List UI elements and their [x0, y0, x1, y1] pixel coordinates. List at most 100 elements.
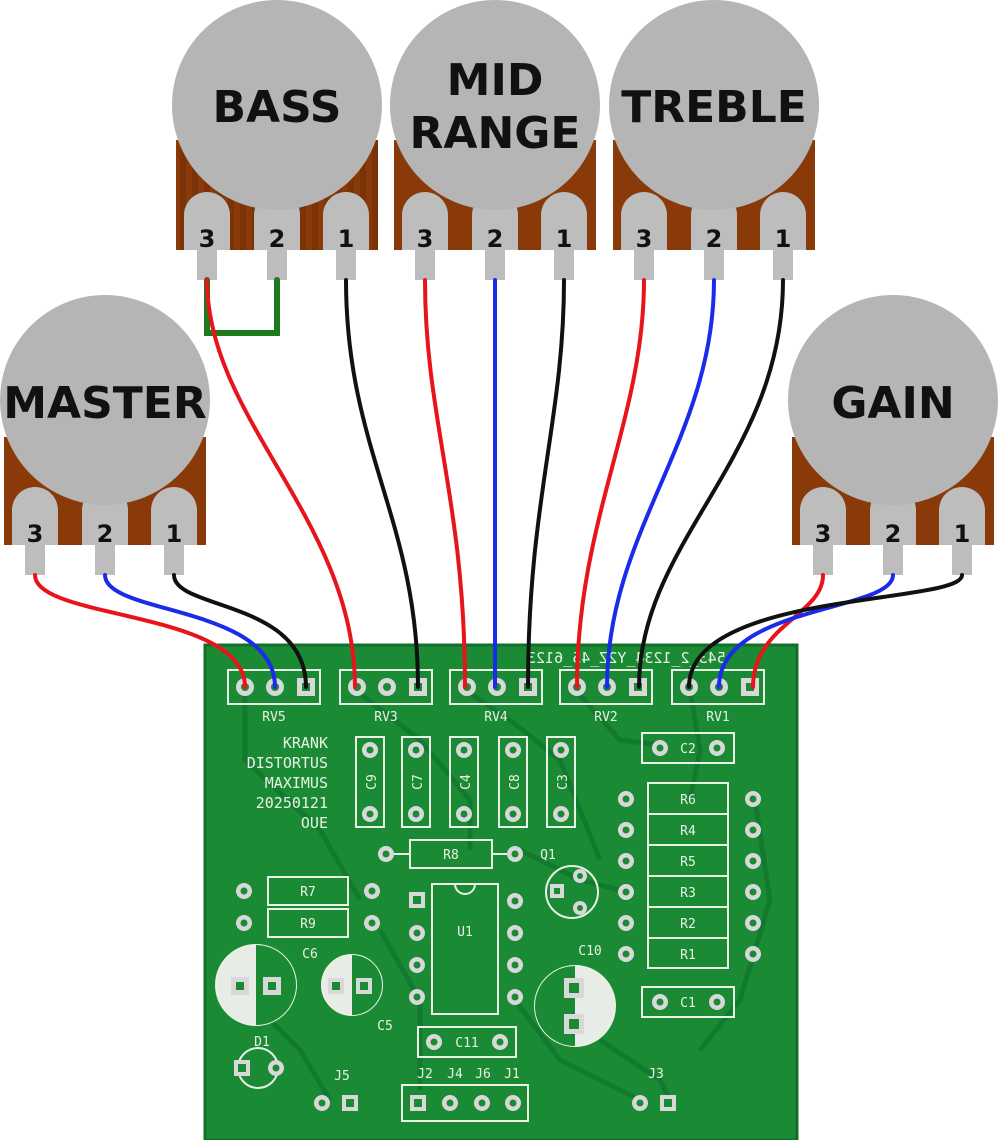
board-info-text: KRANK DISTORTUS MAXIMUS 20250121 OUE: [247, 734, 328, 832]
pot-bass-label: BASS: [213, 82, 342, 133]
cap-c4: C4: [449, 736, 479, 828]
resistor-bank-right: R6 R4 R5 R3 R2 R1: [618, 782, 761, 969]
pot-bass-pin3: 3: [199, 225, 216, 253]
pot-master: MASTER 3 2 1: [0, 295, 210, 575]
pot-treble-pin1: 1: [775, 225, 792, 253]
resistor-r3-label: R3: [680, 886, 696, 901]
cap-c3-label: C3: [556, 774, 571, 790]
wire-treble-black: [637, 278, 785, 689]
pot-mid-pin3: 3: [417, 225, 434, 253]
pot-gain-pin1: 1: [954, 520, 971, 548]
cap-c1-label: C1: [680, 996, 696, 1011]
jack-j5: J5: [314, 1069, 358, 1111]
resistor-r1-label: R1: [680, 948, 696, 963]
connector-rv4-label: RV4: [484, 710, 508, 725]
pot-treble-pin2: 2: [706, 225, 723, 253]
pot-gain-pin3: 3: [815, 520, 832, 548]
pot-gain-knob: [788, 295, 998, 505]
wire-gain-blue: [717, 573, 895, 689]
connector-rv3-label: RV3: [374, 710, 397, 725]
pot-treble-label: TREBLE: [621, 82, 807, 133]
pot-master-pin2: 2: [97, 520, 114, 548]
cap-c5: C5: [321, 954, 393, 1034]
cap-c11: C11: [417, 1026, 517, 1058]
cap-c1: C1: [641, 986, 735, 1018]
wire-gain-black: [687, 573, 964, 689]
jack-j5-label: J5: [334, 1069, 350, 1084]
transistor-q1-label: Q1: [540, 848, 556, 863]
wire-gain-red: [751, 573, 825, 689]
connector-rv2-label: RV2: [594, 710, 617, 725]
pot-mid-pin1: 1: [556, 225, 573, 253]
wire-mid-red: [423, 278, 467, 689]
wire-master-blue: [103, 573, 277, 689]
resistor-r5-label: R5: [680, 855, 696, 870]
cap-c10: C10: [534, 944, 616, 1047]
info-line-3: MAXIMUS: [265, 774, 328, 792]
cap-c9-label: C9: [365, 774, 380, 790]
pot-treble: TREBLE 3 2 1: [609, 0, 819, 280]
cap-c4-label: C4: [459, 774, 474, 790]
resistor-r8: R8: [378, 839, 523, 869]
jack-j4-label: J4: [447, 1067, 463, 1082]
wires: [33, 277, 964, 689]
pot-bass-pin1: 1: [338, 225, 355, 253]
pot-mid-label-line2: RANGE: [410, 108, 581, 159]
pot-gain-pin2: 2: [885, 520, 902, 548]
cap-c11-label: C11: [455, 1036, 478, 1051]
cap-c10-label: C10: [578, 944, 601, 959]
connector-rv1-label: RV1: [706, 710, 729, 725]
pot-mid-pin2: 2: [487, 225, 504, 253]
led-d1: D1: [234, 1035, 284, 1089]
cap-c6-label: C6: [302, 947, 318, 962]
pot-bass-knob: [172, 0, 382, 210]
cap-c2-label: C2: [680, 742, 696, 757]
pot-gain: GAIN 3 2 1: [788, 295, 998, 575]
ic-u1-label: U1: [457, 925, 473, 940]
pot-treble-knob: [609, 0, 819, 210]
wire-master-black: [172, 573, 308, 689]
resistor-r7: R7: [236, 876, 380, 906]
cap-c9: C9: [355, 736, 385, 828]
cap-c8: C8: [498, 736, 528, 828]
resistor-r7-label: R7: [300, 885, 316, 900]
connector-rv5-label: RV5: [262, 710, 285, 725]
jack-j6-label: J6: [475, 1067, 491, 1082]
wire-treble-blue: [605, 278, 716, 689]
led-d1-label: D1: [254, 1035, 270, 1050]
cap-c7: C7: [401, 736, 431, 828]
resistor-r9: R9: [236, 908, 380, 938]
pot-gain-label: GAIN: [831, 378, 954, 429]
transistor-q1: Q1: [540, 848, 599, 919]
pcb-board: 543_2_1234_Y2Z_45_6123 RV5 RV3 RV4: [203, 643, 799, 1140]
info-line-2: DISTORTUS: [247, 754, 328, 772]
info-line-5: OUE: [301, 814, 328, 832]
pot-master-knob: [0, 295, 210, 505]
jack-j2-label: J2: [417, 1067, 433, 1082]
ic-u1: U1: [409, 883, 523, 1015]
info-line-4: 20250121: [256, 794, 328, 812]
cap-c8-label: C8: [508, 774, 523, 790]
jack-j1-label: J1: [504, 1067, 520, 1082]
pot-bass: BASS 3 2 1: [172, 0, 382, 280]
cap-c3: C3: [546, 736, 576, 828]
info-line-1: KRANK: [283, 734, 328, 752]
wire-bass-jumper: [204, 277, 280, 336]
resistor-r2-label: R2: [680, 917, 696, 932]
pot-master-pin3: 3: [27, 520, 44, 548]
cap-c7-label: C7: [411, 774, 426, 790]
cap-c6: C6: [215, 944, 318, 1026]
wire-master-red: [33, 573, 247, 689]
jack-j3-label: J3: [648, 1067, 664, 1082]
pot-treble-pin3: 3: [636, 225, 653, 253]
pot-mid-label-line1: MID: [447, 55, 544, 106]
cap-c2: C2: [641, 732, 735, 764]
pot-bass-pin2: 2: [269, 225, 286, 253]
resistor-r6-label: R6: [680, 793, 696, 808]
pot-bass-lugs: [184, 192, 369, 280]
pot-master-label: MASTER: [3, 378, 206, 429]
wire-bass-red: [205, 278, 357, 689]
wire-bass-black: [344, 278, 420, 689]
pot-master-pin1: 1: [166, 520, 183, 548]
